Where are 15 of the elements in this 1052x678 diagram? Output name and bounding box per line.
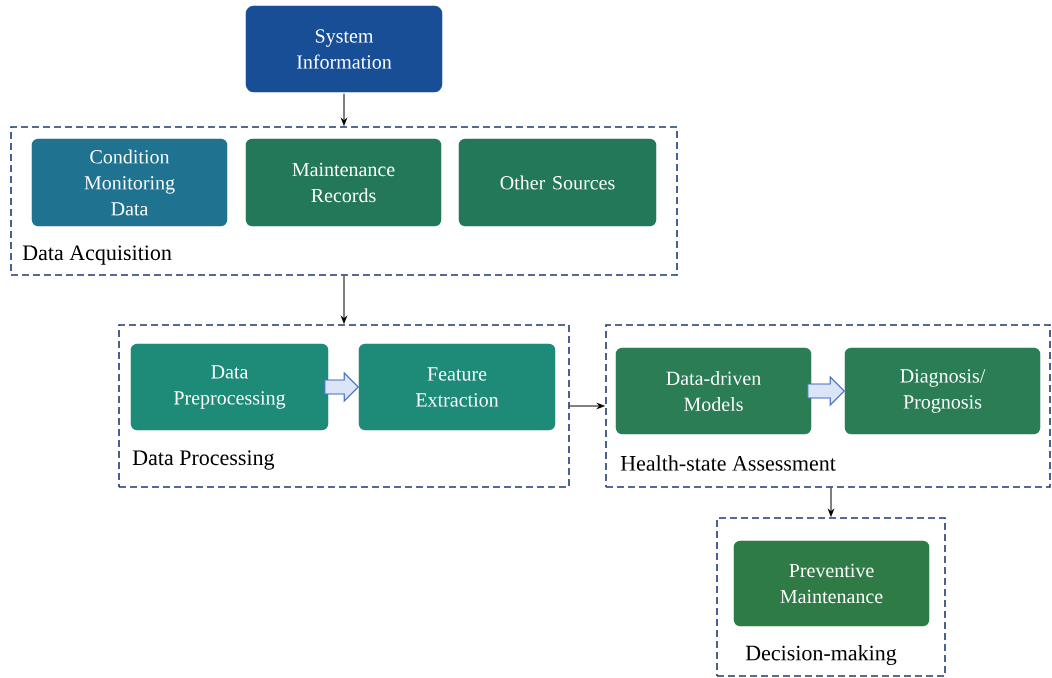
process-box: Data Preprocessing xyxy=(129,342,330,432)
block-arrow xyxy=(324,371,360,403)
process-box: Data-driven Models xyxy=(614,346,813,436)
arrow xyxy=(828,487,834,517)
process-box: Maintenance Records xyxy=(244,137,443,228)
process-box: System Information xyxy=(244,4,444,94)
process-box: Other Sources xyxy=(457,137,658,228)
process-box: Feature Extraction xyxy=(357,342,557,432)
arrow xyxy=(341,93,347,126)
process-box: Condition Monitoring Data xyxy=(30,137,229,228)
arrow xyxy=(341,275,347,324)
process-box: Diagnosis/ Prognosis xyxy=(843,346,1042,436)
block-arrow xyxy=(807,375,846,407)
arrow xyxy=(569,403,605,409)
process-box: Preventive Maintenance xyxy=(732,539,931,628)
